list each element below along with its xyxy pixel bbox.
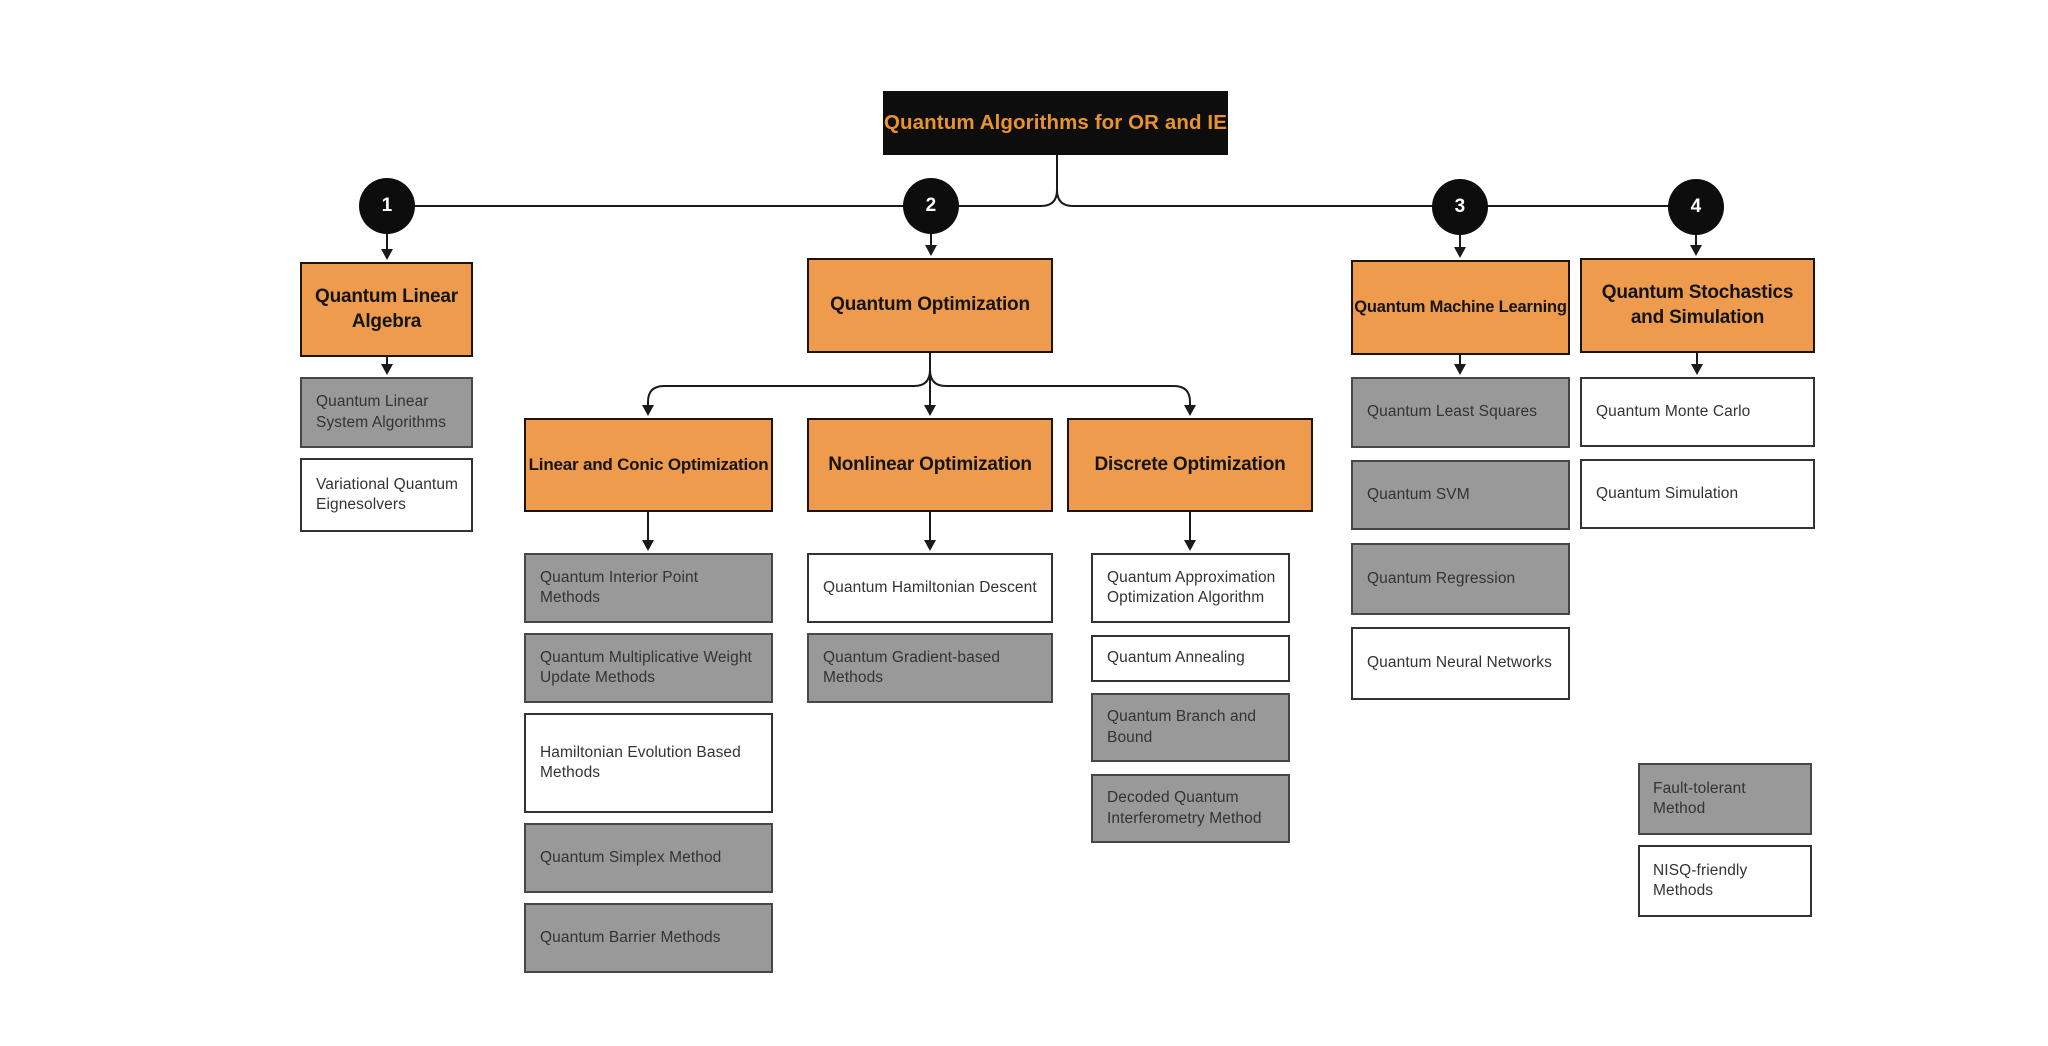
method-quantum-neural-networks: Quantum Neural Networks	[1351, 627, 1570, 700]
branch-1-badge: 1	[359, 178, 415, 234]
arrow-branch1-child	[381, 357, 393, 375]
method-quantum-simulation: Quantum Simulation	[1580, 459, 1815, 529]
arrow-split-middle	[924, 353, 936, 416]
category-quantum-optimization: Quantum Optimization	[807, 258, 1053, 353]
legend-fault-tolerant: Fault-tolerant Method	[1638, 763, 1812, 835]
subcategory-discrete-optimization: Discrete Optimization	[1067, 418, 1313, 512]
arrow-badge-1	[381, 234, 393, 260]
root-rail-right	[1056, 189, 1696, 207]
arrow-badge-2	[925, 234, 937, 256]
method-quantum-barrier-methods: Quantum Barrier Methods	[524, 903, 773, 973]
branch-3-badge: 3	[1432, 179, 1488, 235]
method-quantum-gradient-based: Quantum Gradient-based Methods	[807, 633, 1053, 703]
arrow-linear-child	[642, 512, 654, 551]
method-quantum-monte-carlo: Quantum Monte Carlo	[1580, 377, 1815, 447]
arrow-badge-4	[1690, 235, 1702, 256]
branch-2-badge: 2	[903, 178, 959, 234]
arrow-branch4-child	[1691, 353, 1703, 375]
method-quantum-linear-system-algorithms: Quantum Linear System Algorithms	[300, 377, 473, 448]
arrow-badge-3	[1454, 235, 1466, 258]
method-quantum-least-squares: Quantum Least Squares	[1351, 377, 1570, 448]
method-quantum-branch-and-bound: Quantum Branch and Bound	[1091, 693, 1290, 762]
method-hamiltonian-evolution-based: Hamiltonian Evolution Based Methods	[524, 713, 773, 813]
category-quantum-machine-learning: Quantum Machine Learning	[1351, 260, 1570, 355]
arrow-nonlinear-child	[924, 512, 936, 551]
method-quantum-annealing: Quantum Annealing	[1091, 635, 1290, 682]
method-quantum-svm: Quantum SVM	[1351, 460, 1570, 530]
method-decoded-quantum-interferometry: Decoded Quantum Interferometry Method	[1091, 774, 1290, 843]
method-quantum-approximation-optimization: Quantum Approximation Optimization Algor…	[1091, 553, 1290, 623]
subcategory-nonlinear-optimization: Nonlinear Optimization	[807, 418, 1053, 512]
method-quantum-simplex-method: Quantum Simplex Method	[524, 823, 773, 893]
arrow-split-left	[642, 369, 931, 416]
method-quantum-regression: Quantum Regression	[1351, 543, 1570, 615]
method-quantum-hamiltonian-descent: Quantum Hamiltonian Descent	[807, 553, 1053, 623]
method-quantum-multiplicative-weight-update: Quantum Multiplicative Weight Update Met…	[524, 633, 773, 703]
arrow-discrete-child	[1184, 512, 1196, 551]
root-node: Quantum Algorithms for OR and IE	[883, 91, 1228, 155]
branch-4-badge: 4	[1668, 179, 1724, 235]
arrow-branch3-child	[1454, 355, 1466, 375]
legend-nisq-friendly: NISQ-friendly Methods	[1638, 845, 1812, 917]
method-quantum-interior-point-methods: Quantum Interior Point Methods	[524, 553, 773, 623]
arrow-split-right	[929, 369, 1196, 416]
category-quantum-linear-algebra: Quantum Linear Algebra	[300, 262, 473, 357]
category-quantum-stochastics-simulation: Quantum Stochastics and Simulation	[1580, 258, 1815, 353]
method-variational-quantum-eignesolvers: Variational Quantum Eignesolvers	[300, 458, 473, 532]
subcategory-linear-conic-optimization: Linear and Conic Optimization	[524, 418, 773, 512]
